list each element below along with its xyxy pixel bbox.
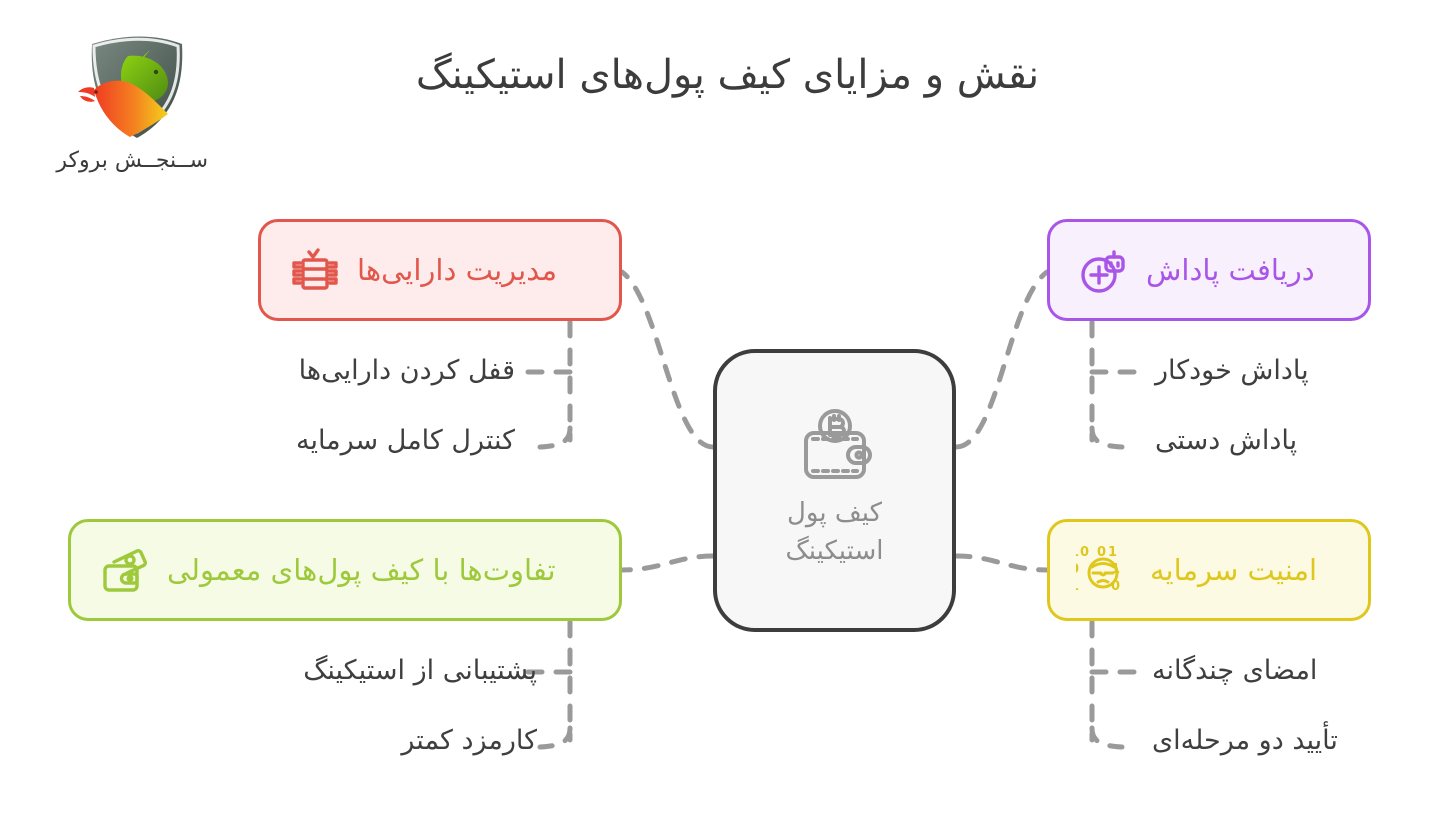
branch-label-security: امنیت سرمایه <box>1150 553 1318 587</box>
svg-text:1: 1 <box>1108 545 1117 560</box>
plus-circle-robot-icon <box>1081 250 1125 293</box>
center-node-label: کیف پول استیکینگ <box>785 497 884 566</box>
wallet-cash-icon <box>103 549 147 592</box>
svg-text:1: 1 <box>1076 579 1079 594</box>
sub-item-diff-0: پشتیبانی از استیکینگ <box>303 655 537 686</box>
server-rack-check-icon <box>292 248 338 290</box>
connector-security-item-1 <box>1089 725 1125 750</box>
page-title: نقش و مزایای کیف پول‌های استیکینگ <box>415 52 1040 98</box>
brand-name: ســنجــش بروکر <box>56 148 208 173</box>
sub-item-assets-0: قفل کردن دارایی‌ها <box>298 355 515 386</box>
branch-box-assets[interactable]: مدیریت دارایی‌ها <box>258 219 622 321</box>
sub-item-rewards-1: پاداش دستی <box>1155 425 1298 456</box>
binary-hacker-face-icon: 10 01 01 10 <box>1076 545 1120 594</box>
svg-text:0: 0 <box>1076 562 1079 577</box>
connector-center-diff <box>619 553 716 573</box>
svg-text:0: 0 <box>1111 579 1120 594</box>
svg-text:0: 0 <box>1097 545 1106 560</box>
connector-center-security <box>953 553 1050 573</box>
sub-item-security-1: تأیید دو مرحله‌ای <box>1152 725 1338 756</box>
bull-bear-shield-logo-icon <box>78 36 183 138</box>
branch-label-assets: مدیریت دارایی‌ها <box>357 253 557 287</box>
bitcoin-wallet-icon <box>803 408 872 479</box>
connector-diff-item-1 <box>537 725 573 750</box>
sub-item-assets-1: کنترل کامل سرمایه <box>295 425 515 456</box>
branch-label-diff: تفاوت‌ها با کیف پول‌های معمولی <box>167 553 556 587</box>
sub-item-diff-1: کارمزد کمتر <box>401 725 537 756</box>
brand-logo: ســنجــش بروکر <box>56 30 208 190</box>
connector-center-assets <box>619 269 716 450</box>
connector-rewards-item-1 <box>1089 425 1125 450</box>
connector-assets-item-1 <box>537 425 573 450</box>
branch-box-rewards[interactable]: دریافت پاداش <box>1047 219 1371 321</box>
branch-label-rewards: دریافت پاداش <box>1146 253 1315 287</box>
center-node[interactable]: کیف پول استیکینگ <box>713 349 956 632</box>
sub-item-security-0: امضای چندگانه <box>1152 655 1318 686</box>
svg-text:0: 0 <box>1080 545 1089 560</box>
branch-box-diff[interactable]: تفاوت‌ها با کیف پول‌های معمولی <box>68 519 622 621</box>
svg-text:1: 1 <box>1076 545 1079 560</box>
sub-item-rewards-0: پاداش خودکار <box>1155 355 1309 386</box>
branch-box-security[interactable]: امنیت سرمایه 10 01 01 10 <box>1047 519 1371 621</box>
connector-center-rewards <box>953 269 1050 450</box>
